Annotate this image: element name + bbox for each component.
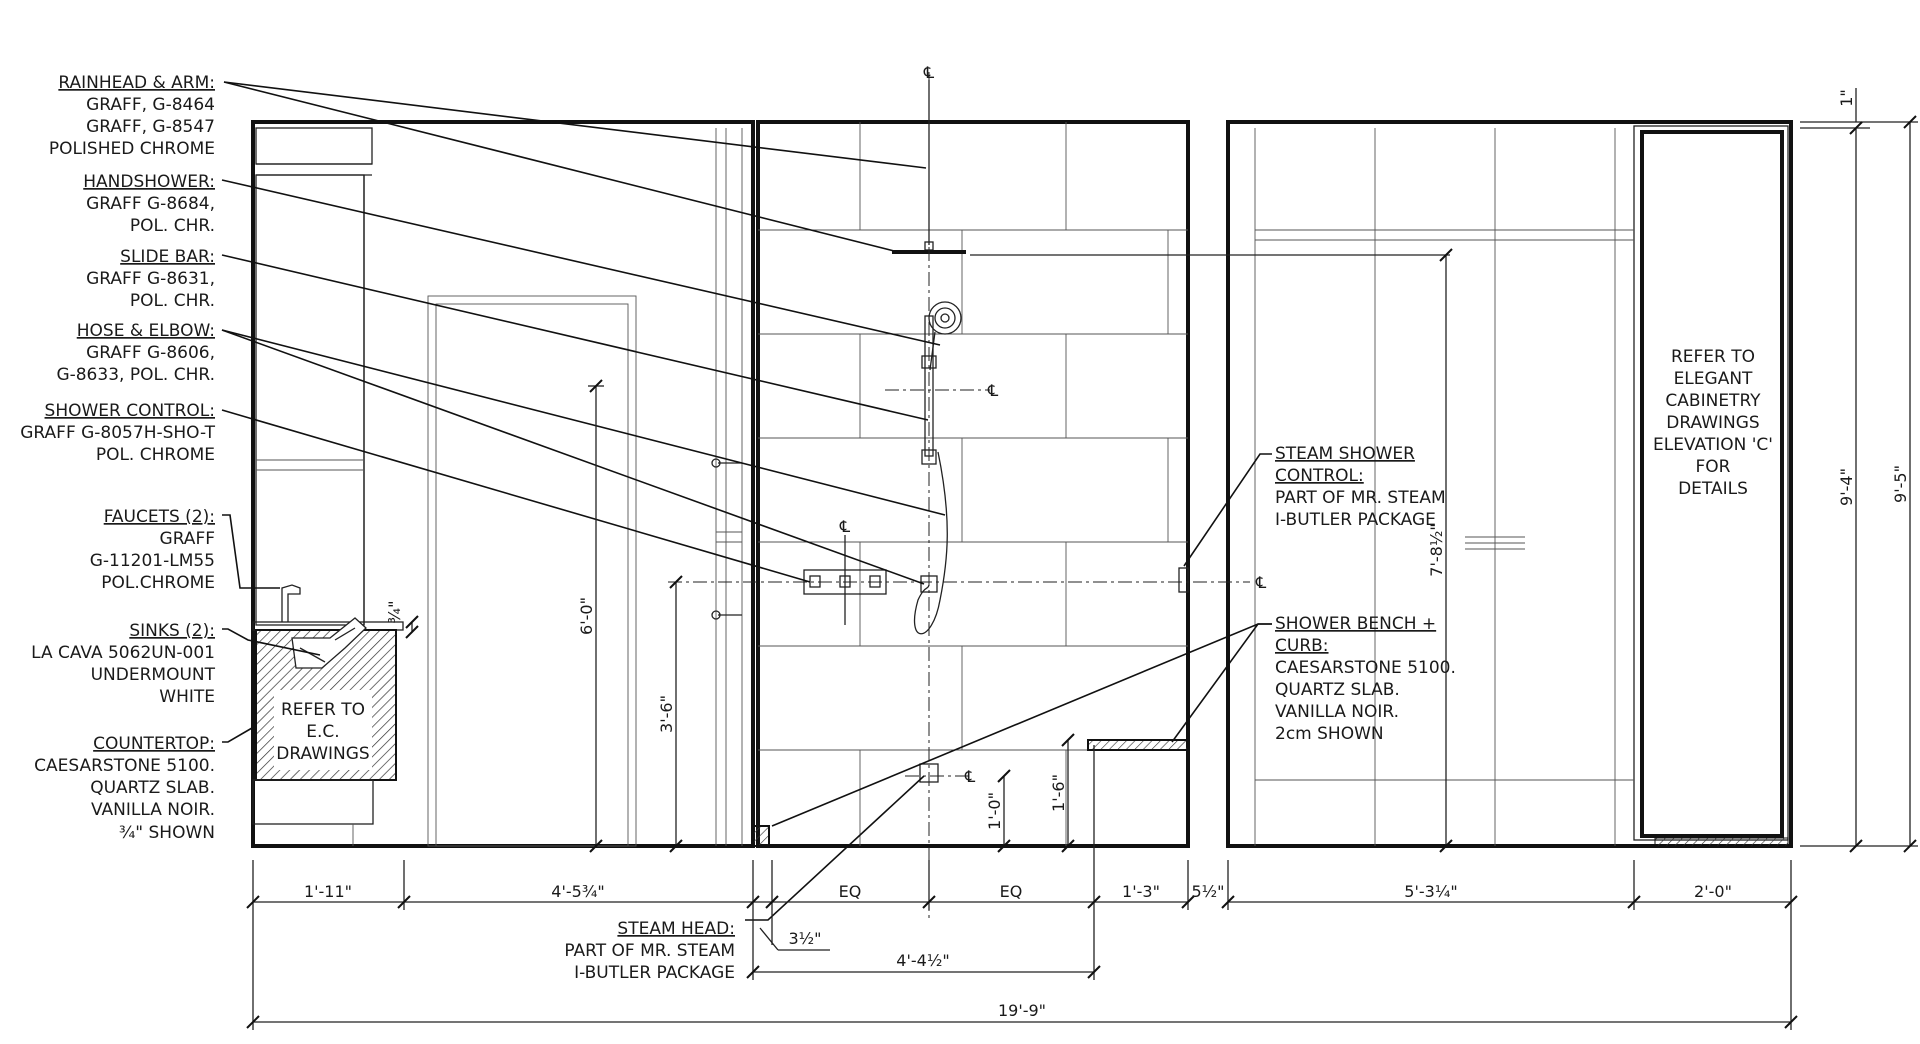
note-rainhead: RAINHEAD & ARM: GRAFF, G-8464 GRAFF, G-8… <box>49 73 215 159</box>
note-bench-line-3: QUARTZ SLAB. <box>1275 680 1400 700</box>
dim-1-11: 1'-11" <box>304 882 352 901</box>
dim-7-8-1-2: 7'-8½" <box>1427 523 1446 576</box>
dim-3-1-2: 3½" <box>788 929 821 948</box>
note-sinks-title: SINKS (2): <box>129 621 215 641</box>
note-steam-head-title: STEAM HEAD: <box>617 919 735 939</box>
dim-eq-right: EQ <box>1000 882 1023 901</box>
note-cabinetry-line-7: DETAILS <box>1678 479 1748 499</box>
dim-5-3-1-4: 5'-3¼" <box>1404 882 1457 901</box>
note-handshower-line-2: POL. CHR. <box>130 216 215 236</box>
leader-lines <box>221 81 1272 921</box>
note-cabinetry-line-1: REFER TO <box>1671 347 1755 367</box>
note-sinks-line-1: LA CAVA 5062UN-001 <box>31 643 215 663</box>
note-handshower-line-1: GRAFF G-8684, <box>86 194 215 214</box>
note-cabinetry-line-3: CABINETRY <box>1665 391 1761 411</box>
note-shower-control-title: SHOWER CONTROL: <box>45 401 215 421</box>
note-countertop-line-3: VANILLA NOIR. <box>91 800 215 820</box>
shower-elevation <box>751 80 1190 848</box>
note-bench-line-5: 2cm SHOWN <box>1275 724 1384 744</box>
dim-1-6: 1'-6" <box>1049 774 1068 812</box>
note-vanity-line-3: DRAWINGS <box>276 744 369 764</box>
note-bench-line-1: CURB: <box>1275 636 1329 656</box>
note-shower-control: SHOWER CONTROL: GRAFF G-8057H-SHO-T POL.… <box>20 401 215 465</box>
note-faucets-title: FAUCETS (2): <box>104 507 215 527</box>
note-bench-line-4: VANILLA NOIR. <box>1275 702 1399 722</box>
note-countertop-line-4: ¾" SHOWN <box>119 823 215 843</box>
note-rainhead-title: RAINHEAD & ARM: <box>58 73 215 93</box>
note-steam-control-line-1: CONTROL: <box>1275 466 1364 486</box>
dim-1-3: 1'-3" <box>1122 882 1160 901</box>
note-cabinetry-line-4: DRAWINGS <box>1666 413 1759 433</box>
note-hose-elbow-title: HOSE & ELBOW: <box>77 321 215 341</box>
note-vanity-line-1: REFER TO <box>281 700 365 720</box>
note-faucets: FAUCETS (2): GRAFF G-11201-LM55 POL.CHRO… <box>90 507 215 593</box>
note-countertop-line-2: QUARTZ SLAB. <box>90 778 215 798</box>
note-cabinetry: REFER TO ELEGANT CABINETRY DRAWINGS ELEV… <box>1653 347 1773 499</box>
note-cabinetry-line-6: FOR <box>1696 457 1731 477</box>
note-cabinetry-line-5: ELEVATION 'C' <box>1653 435 1773 455</box>
note-vanity: REFER TO E.C. DRAWINGS <box>276 696 370 770</box>
note-rainhead-line-2: GRAFF, G-8547 <box>86 117 215 137</box>
note-sinks-line-2: UNDERMOUNT <box>91 665 216 685</box>
dim-9-5: 9'-5" <box>1891 465 1910 503</box>
note-steam-control-line-2: PART OF MR. STEAM <box>1275 488 1446 508</box>
centerline-symbol-horizontal: ℄ <box>1255 573 1267 592</box>
note-rainhead-line-3: POLISHED CHROME <box>49 139 215 159</box>
dim-5-1-2: 5½" <box>1191 882 1224 901</box>
dim-3-4-inch: ¾" <box>385 601 404 624</box>
dim-4-5-3-4: 4'-5¾" <box>551 882 604 901</box>
note-sinks-line-3: WHITE <box>159 687 215 707</box>
note-countertop-line-1: CAESARSTONE 5100. <box>34 756 215 776</box>
note-bench-line-2: CAESARSTONE 5100. <box>1275 658 1456 678</box>
dim-19-9: 19'-9" <box>998 1001 1046 1020</box>
note-slide-bar-title: SLIDE BAR: <box>120 247 215 267</box>
note-handshower: HANDSHOWER: GRAFF G-8684, POL. CHR. <box>83 172 215 236</box>
note-rainhead-line-1: GRAFF, G-8464 <box>86 95 215 115</box>
note-sinks: SINKS (2): LA CAVA 5062UN-001 UNDERMOUNT… <box>31 621 215 707</box>
centerline-symbol-steamhead: ℄ <box>964 767 976 786</box>
note-steam-control-title: STEAM SHOWER <box>1275 444 1415 464</box>
note-shower-control-line-2: POL. CHROME <box>96 445 215 465</box>
note-faucets-line-1: GRAFF <box>160 529 215 549</box>
note-slide-bar-line-2: POL. CHR. <box>130 291 215 311</box>
note-steam-head-line-1: PART OF MR. STEAM <box>564 941 735 961</box>
note-countertop: COUNTERTOP: CAESARSTONE 5100. QUARTZ SLA… <box>34 734 215 843</box>
note-slide-bar-line-1: GRAFF G-8631, <box>86 269 215 289</box>
note-hose-elbow: HOSE & ELBOW: GRAFF G-8606, G-8633, POL.… <box>56 321 215 385</box>
dim-2-0: 2'-0" <box>1694 882 1732 901</box>
note-hose-elbow-line-1: GRAFF G-8606, <box>86 343 215 363</box>
note-steam-control-line-3: I-BUTLER PACKAGE <box>1275 510 1436 530</box>
cabinetry-elevation <box>1226 120 1793 848</box>
note-steam-head-line-2: I-BUTLER PACKAGE <box>574 963 735 983</box>
note-bench-title: SHOWER BENCH + <box>1275 614 1436 634</box>
note-handshower-title: HANDSHOWER: <box>83 172 215 192</box>
note-shower-control-line-1: GRAFF G-8057H-SHO-T <box>20 423 215 443</box>
dim-6-0: 6'-0" <box>577 597 596 635</box>
dim-4-4-1-2: 4'-4½" <box>896 951 949 970</box>
note-slide-bar: SLIDE BAR: GRAFF G-8631, POL. CHR. <box>86 247 215 311</box>
vertical-dimensions: 6'-0" 3'-6" 1'-0" 1'-6" 7'-8½" 9'-4" 9'-… <box>385 88 1918 853</box>
dim-1-inch: 1" <box>1837 89 1856 107</box>
note-vanity-line-2: E.C. <box>306 722 339 742</box>
note-faucets-line-2: G-11201-LM55 <box>90 551 215 571</box>
dim-eq-left: EQ <box>839 882 862 901</box>
note-bench: SHOWER BENCH + CURB: CAESARSTONE 5100. Q… <box>1275 614 1456 744</box>
note-countertop-title: COUNTERTOP: <box>93 734 215 754</box>
note-steam-head: STEAM HEAD: PART OF MR. STEAM I-BUTLER P… <box>564 919 735 983</box>
dim-9-4: 9'-4" <box>1837 468 1856 506</box>
note-steam-control: STEAM SHOWER CONTROL: PART OF MR. STEAM … <box>1275 444 1446 530</box>
note-cabinetry-line-2: ELEGANT <box>1674 369 1753 389</box>
dim-1-0: 1'-0" <box>985 792 1004 830</box>
dim-3-6: 3'-6" <box>657 695 676 733</box>
centerline-symbol-slidebar: ℄ <box>987 381 999 400</box>
centerline-symbol-control: ℄ <box>839 517 851 536</box>
centerline-symbol-top: ℄ <box>923 63 935 82</box>
horizontal-dimensions: 1'-11" 4'-5¾" EQ EQ 1'-3" 5½" 5'-3¼" 2'-… <box>246 745 1798 1030</box>
note-faucets-line-3: POL.CHROME <box>101 573 215 593</box>
note-hose-elbow-line-2: G-8633, POL. CHR. <box>56 365 215 385</box>
centerlines: ℄ ℄ ℄ ℄ ℄ <box>668 63 1267 920</box>
